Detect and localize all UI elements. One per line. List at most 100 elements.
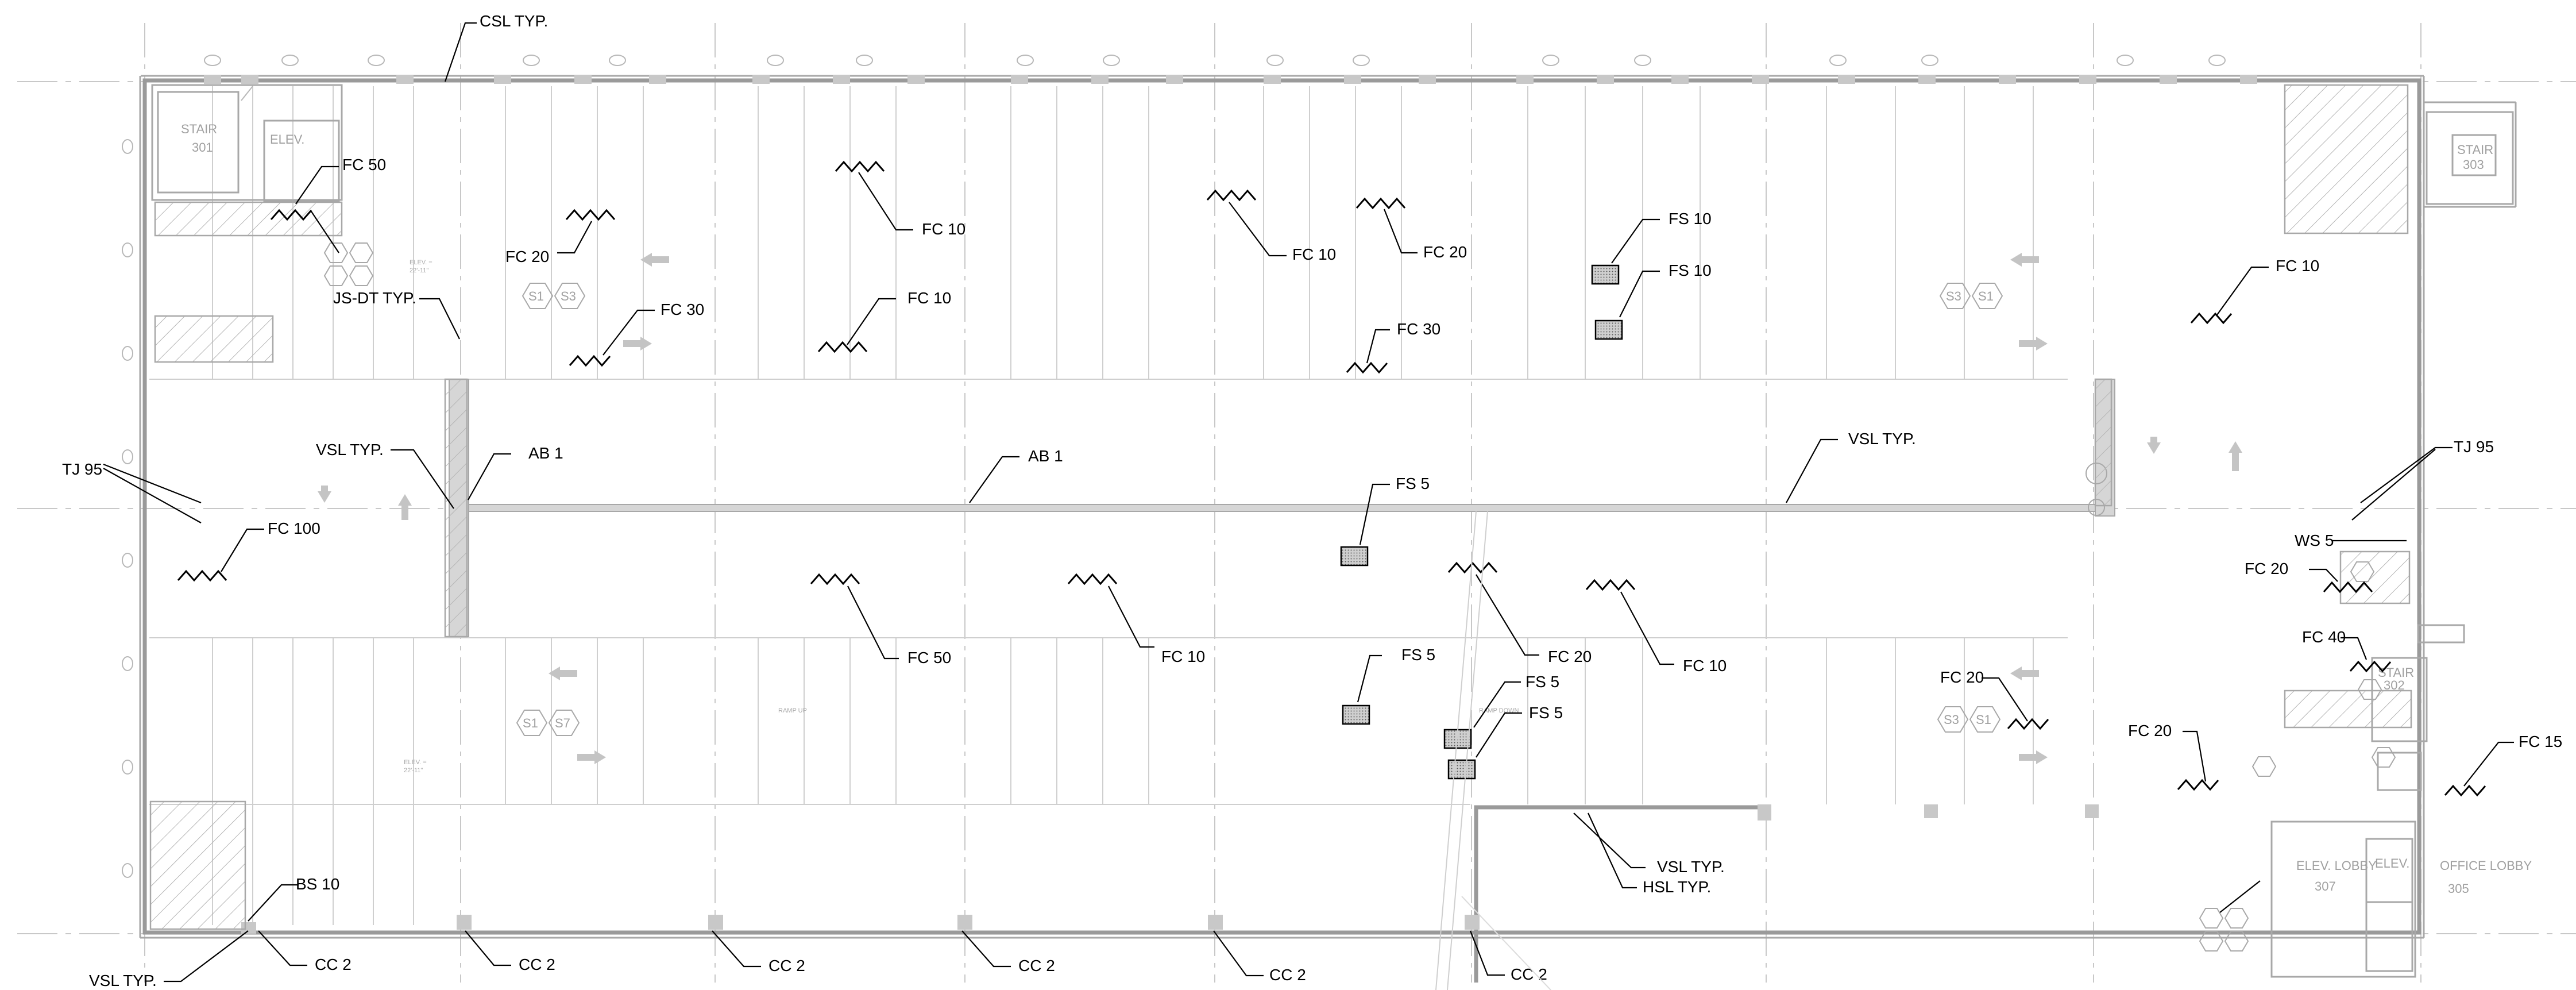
- elevation-mark-1: ELEV. =: [410, 259, 432, 266]
- callout-fc30-a: FC 30: [661, 301, 704, 318]
- callout-tj95-a: TJ 95: [62, 460, 102, 478]
- crack-fc10-f: [1585, 579, 1636, 591]
- callout-hsl-typ: HSL TYP.: [1643, 878, 1711, 896]
- stair-right-number: 303: [2463, 157, 2484, 172]
- callout-fs10-a: FS 10: [1669, 210, 1712, 228]
- callout-fc10-f: FC 10: [1683, 657, 1727, 675]
- tag-cluster-upper-left: [323, 242, 374, 286]
- crack-fc50-a: [270, 209, 312, 221]
- tag-s1-left: S1: [522, 283, 554, 309]
- svg-text:S1: S1: [528, 289, 544, 303]
- svg-text:S3: S3: [1946, 289, 1961, 303]
- crack-fc20-c: [1447, 561, 1498, 574]
- crack-fc20-e: [2007, 718, 2049, 730]
- slab-fs10-b: [1594, 319, 1623, 340]
- crack-fc50-b: [810, 573, 860, 585]
- tag-s3-right: S3: [1939, 283, 1971, 309]
- callout-fs5-c: FS 5: [1525, 673, 1559, 691]
- svg-text:S1: S1: [523, 716, 538, 730]
- ramp-up-label: RAMP UP: [778, 707, 807, 714]
- hatched-areas: [149, 84, 2412, 930]
- elevator-lobby: ELEV. LOBBY 307 ELEV. OFFICE LOBBY 305: [2270, 820, 2532, 978]
- callout-fc50-a: FC 50: [342, 156, 386, 174]
- callout-fs10-b: FS 10: [1669, 261, 1712, 279]
- callout-fc30-b: FC 30: [1397, 320, 1440, 338]
- tag-cluster-lower-right: [2199, 908, 2249, 952]
- tag-s1-mid: S1: [516, 710, 548, 736]
- callout-fc10-c: FC 10: [907, 289, 951, 307]
- crack-fc10-b: [1206, 189, 1257, 202]
- callout-fc10-d: FC 10: [2276, 257, 2319, 275]
- crack-fc10-e: [1067, 573, 1118, 585]
- callout-fc100: FC 100: [268, 519, 320, 537]
- callout-fc10-e: FC 10: [1161, 648, 1205, 665]
- crack-fc40: [2349, 660, 2392, 673]
- callout-fs5-a: FS 5: [1396, 475, 1430, 492]
- callout-labels: CSL TYP. FC 50 FC 20 FC 10 FC 10 FC 20 F…: [62, 12, 2562, 989]
- traffic-arrows: [318, 253, 2242, 764]
- crack-fc30-b: [1346, 361, 1388, 374]
- stair-left-number: 301: [192, 140, 213, 155]
- svg-text:S7: S7: [555, 716, 570, 730]
- filled-slabs: [1340, 264, 1623, 780]
- callout-fc20-e: FC 20: [1940, 668, 1984, 686]
- stair-lower-label: STAIR: [2378, 665, 2414, 680]
- callout-cc2-e: CC 2: [1269, 966, 1306, 984]
- leader-lines: [103, 22, 2514, 983]
- crack-fc20-b: [1355, 197, 1406, 210]
- callout-fc40: FC 40: [2302, 628, 2346, 646]
- callout-cc2-c: CC 2: [768, 957, 805, 974]
- callout-js-dt-typ: JS-DT TYP.: [333, 289, 416, 307]
- callout-vsl-typ-d: VSL TYP.: [89, 972, 157, 989]
- callout-tj95-b: TJ 95: [2454, 438, 2494, 456]
- crack-fc20-f: [2177, 779, 2219, 791]
- callout-fc10-b: FC 10: [1292, 245, 1336, 263]
- tag-s7-mid: S7: [548, 710, 580, 736]
- slab-fs5-b: [1342, 704, 1370, 725]
- elev-lobby-label: ELEV. LOBBY: [2296, 858, 2377, 873]
- callout-bs10: BS 10: [296, 875, 339, 893]
- stair-lower-number: 302: [2384, 678, 2405, 692]
- callout-ab1-a: AB 1: [528, 444, 563, 462]
- callout-fc10-a: FC 10: [922, 220, 965, 238]
- building-walls: [139, 75, 2517, 983]
- callout-ab1-b: AB 1: [1028, 447, 1063, 465]
- callout-fc20-f: FC 20: [2128, 722, 2172, 739]
- callout-cc2-a: CC 2: [315, 956, 352, 973]
- callout-fc15: FC 15: [2519, 733, 2562, 750]
- callout-fc20-b: FC 20: [1423, 243, 1467, 261]
- stair-left-label: STAIR: [181, 122, 217, 136]
- svg-text:S3: S3: [1944, 712, 1959, 727]
- callout-ws5: WS 5: [2295, 531, 2334, 549]
- elevation-value-2: 22'-11": [404, 767, 423, 774]
- callout-csl-typ: CSL TYP.: [480, 12, 548, 30]
- crack-fc15: [2444, 784, 2486, 797]
- column-pads: [122, 55, 2257, 934]
- crack-fc10-a: [835, 160, 885, 173]
- slab-fs5-a: [1340, 546, 1369, 567]
- office-lobby-number: 305: [2448, 881, 2469, 896]
- hex-tags: S1 S3 S1 S7 S3 S1 S3 S1: [323, 242, 2396, 952]
- crack-fc30-a: [569, 355, 611, 367]
- crack-fc10-d: [2190, 312, 2233, 325]
- crack-fc10-c: [817, 341, 868, 353]
- tag-s3-lower: S3: [1937, 706, 1969, 733]
- stair-left: STAIR 301 ELEV.: [151, 84, 343, 202]
- callout-fc20-d: FC 20: [1548, 648, 1592, 665]
- callout-fc20-c: FC 20: [2245, 560, 2288, 577]
- callout-fs5-d: FS 5: [1529, 704, 1563, 722]
- slab-fs10-a: [1591, 264, 1620, 285]
- callout-vsl-typ-c: VSL TYP.: [1657, 858, 1725, 876]
- callout-fc50-b: FC 50: [907, 649, 951, 667]
- crack-fc20-d: [2323, 581, 2373, 594]
- svg-text:S1: S1: [1978, 289, 1994, 303]
- stair-right: STAIR 303: [2426, 111, 2514, 205]
- tag-s1-right: S1: [1971, 283, 2003, 309]
- crack-fc100: [177, 569, 227, 582]
- tag-s3-left: S3: [554, 283, 586, 309]
- callout-cc2-d: CC 2: [1018, 957, 1055, 974]
- svg-text:S3: S3: [561, 289, 576, 303]
- callout-cc2-b: CC 2: [519, 956, 555, 973]
- callout-vsl-typ-a: VSL TYP.: [316, 441, 384, 459]
